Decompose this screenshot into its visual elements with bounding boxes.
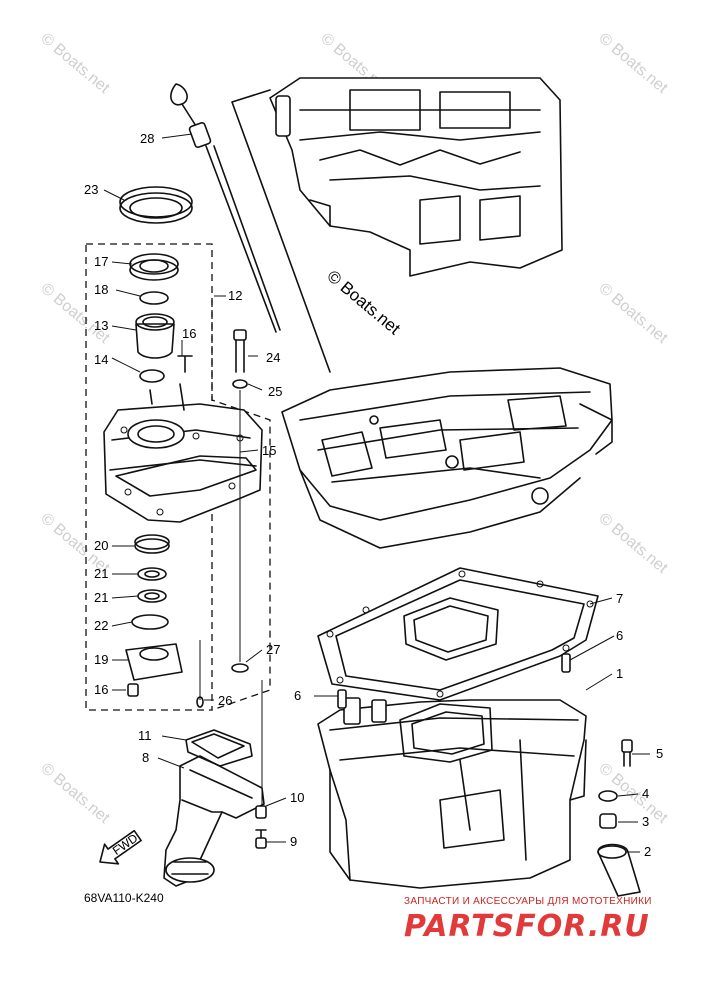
watermark-main: © Boats.net [323, 267, 404, 339]
callout-18: 18 [94, 282, 108, 297]
callout-14: 14 [94, 352, 108, 367]
callout-21: 21 [94, 590, 108, 605]
callout-10: 10 [290, 790, 304, 805]
callout-6: 6 [294, 688, 301, 703]
watermark-text: © Boats.net [595, 510, 671, 577]
dipstick [170, 83, 281, 333]
callout-24: 24 [266, 350, 280, 365]
fwd-arrow-icon: FWD [99, 829, 142, 865]
callout-5: 5 [656, 746, 663, 761]
callout-28: 28 [140, 131, 154, 146]
watermark-text: © Boats.net [595, 30, 671, 97]
callouts: 28 23 17 18 12 13 16 24 14 25 15 20 21 2… [84, 131, 663, 859]
callout-27: 27 [266, 642, 280, 657]
callout-13: 13 [94, 318, 108, 333]
callout-25: 25 [268, 384, 282, 399]
brand-logo: ЗАПЧАСТИ И АКСЕССУАРЫ ДЛЯ МОТОТЕХНИКИ PA… [404, 896, 652, 944]
watermark-text: © Boats.net [37, 760, 113, 827]
oil-pan-gasket [317, 567, 599, 701]
brand-name: PARTSFOR.RU [404, 909, 650, 944]
callout-3: 3 [642, 814, 649, 829]
watermark-text: © Boats.net [37, 30, 113, 97]
callout-6: 6 [616, 628, 623, 643]
callout-20: 20 [94, 538, 108, 553]
callout-9: 9 [290, 834, 297, 849]
brand-tagline: ЗАПЧАСТИ И АКСЕССУАРЫ ДЛЯ МОТОТЕХНИКИ [404, 896, 652, 907]
callout-15: 15 [262, 443, 276, 458]
engine-block [231, 77, 563, 373]
callout-17: 17 [94, 254, 108, 269]
oil-pump-parts [103, 186, 263, 708]
callout-16: 16 [182, 326, 196, 341]
callout-8: 8 [142, 750, 149, 765]
pump-assembly-outline [211, 300, 271, 711]
callout-4: 4 [642, 786, 649, 801]
diagram-code: 68VA110-K240 [84, 891, 164, 905]
pump-assembly-outline [85, 243, 213, 711]
oil-pan [317, 697, 587, 889]
callout-23: 23 [84, 182, 98, 197]
callout-12: 12 [228, 288, 242, 303]
oil-pan-upper [281, 367, 613, 549]
callout-19: 19 [94, 652, 108, 667]
leader-lines [103, 133, 650, 853]
fasteners [255, 653, 641, 897]
callout-11: 11 [138, 728, 152, 743]
watermark-text: © Boats.net [595, 280, 671, 347]
callout-21: 21 [94, 566, 108, 581]
callout-2: 2 [644, 844, 651, 859]
callout-16: 16 [94, 682, 108, 697]
callout-1: 1 [616, 666, 623, 681]
callout-22: 22 [94, 618, 108, 633]
oil-strainer [163, 729, 265, 887]
callout-26: 26 [218, 693, 232, 708]
callout-7: 7 [616, 591, 623, 606]
